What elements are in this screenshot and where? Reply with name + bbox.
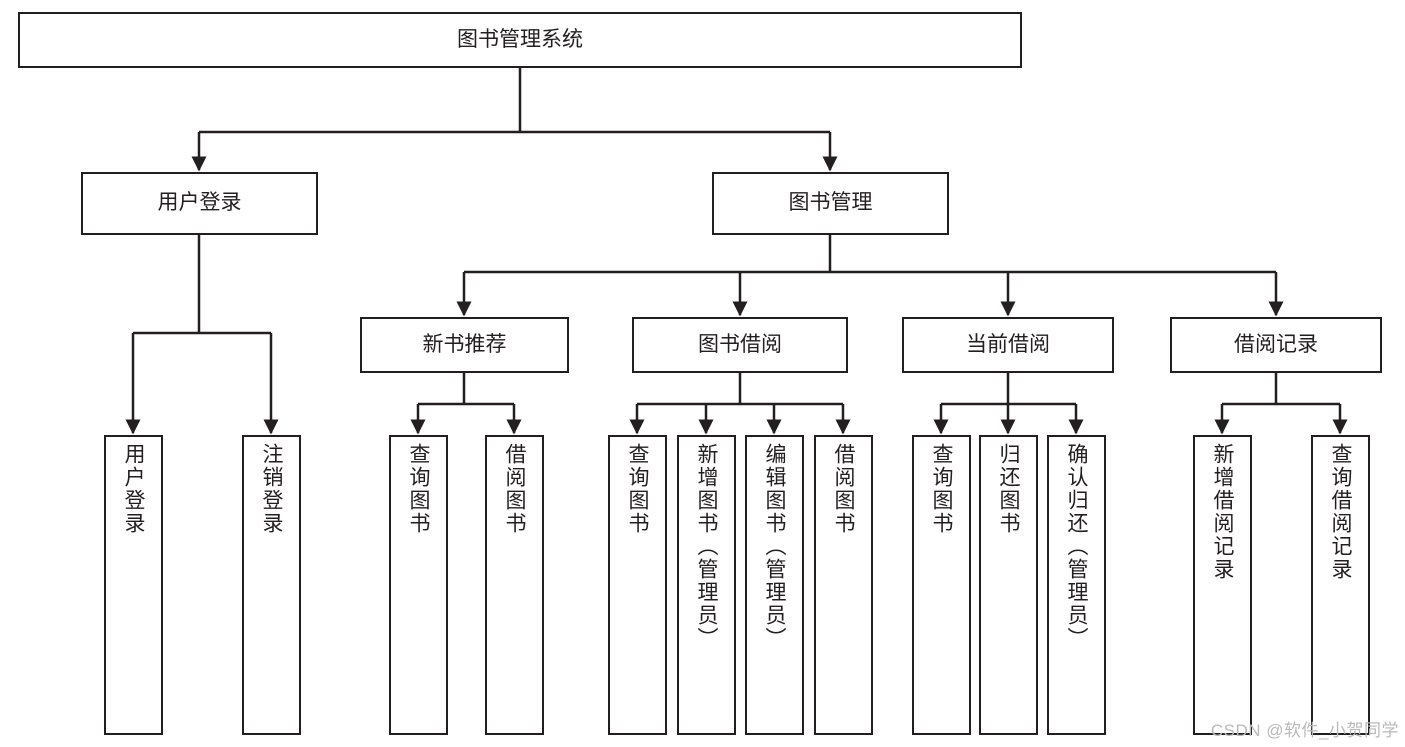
leaf-add-book-admin-label: 新增图书（管理员） (695, 443, 718, 650)
node-current-borrow[interactable]: 当前借阅 (902, 317, 1114, 373)
leaf-add-book-admin[interactable]: 新增图书（管理员） (677, 435, 736, 735)
node-borrow-record[interactable]: 借阅记录 (1170, 317, 1382, 373)
leaf-query-book-borrow[interactable]: 查询图书 (608, 435, 667, 735)
leaf-return-book-label: 归还图书 (997, 443, 1020, 535)
leaf-confirm-return-admin-label: 确认归还（管理员） (1065, 443, 1088, 650)
node-borrow-record-label: 借阅记录 (1234, 332, 1318, 356)
node-user-login-label: 用户登录 (157, 191, 242, 215)
node-user-login[interactable]: 用户登录 (81, 172, 318, 235)
leaf-edit-book-admin[interactable]: 编辑图书（管理员） (745, 435, 804, 735)
node-current-borrow-label: 当前借阅 (966, 332, 1050, 356)
leaf-add-borrow-record-label: 新增借阅记录 (1211, 443, 1234, 581)
leaf-user-login[interactable]: 用户登录 (104, 435, 163, 735)
leaf-borrow-book-newbook-label: 借阅图书 (503, 443, 526, 535)
leaf-query-borrow-record-label: 查询借阅记录 (1329, 443, 1352, 581)
node-root-label: 图书管理系统 (457, 27, 583, 51)
leaf-query-book-current[interactable]: 查询图书 (912, 435, 971, 735)
node-new-book-recommend[interactable]: 新书推荐 (360, 317, 569, 373)
leaf-return-book[interactable]: 归还图书 (979, 435, 1038, 735)
node-book-management-label: 图书管理 (788, 191, 873, 215)
leaf-borrow-book-newbook[interactable]: 借阅图书 (485, 435, 544, 735)
node-book-borrow-label: 图书借阅 (698, 332, 782, 356)
leaf-query-book-newbook-label: 查询图书 (407, 443, 430, 535)
leaf-logout[interactable]: 注销登录 (242, 435, 301, 735)
leaf-confirm-return-admin[interactable]: 确认归还（管理员） (1047, 435, 1106, 735)
leaf-borrow-book-borrow-label: 借阅图书 (832, 443, 855, 535)
leaf-borrow-book-borrow[interactable]: 借阅图书 (814, 435, 873, 735)
node-book-management[interactable]: 图书管理 (712, 172, 949, 235)
leaf-query-book-current-label: 查询图书 (930, 443, 953, 535)
node-root[interactable]: 图书管理系统 (18, 12, 1022, 68)
leaf-logout-label: 注销登录 (260, 443, 283, 535)
node-new-book-recommend-label: 新书推荐 (422, 332, 507, 356)
leaf-add-borrow-record[interactable]: 新增借阅记录 (1193, 435, 1252, 735)
leaf-edit-book-admin-label: 编辑图书（管理员） (763, 443, 786, 650)
leaf-query-borrow-record[interactable]: 查询借阅记录 (1311, 435, 1370, 735)
leaf-query-book-borrow-label: 查询图书 (626, 443, 649, 535)
csdn-watermark: CSDN @软件_小贺同学 (1210, 721, 1399, 740)
node-book-borrow[interactable]: 图书借阅 (632, 317, 848, 373)
leaf-query-book-newbook[interactable]: 查询图书 (389, 435, 448, 735)
leaf-user-login-label: 用户登录 (122, 443, 145, 535)
